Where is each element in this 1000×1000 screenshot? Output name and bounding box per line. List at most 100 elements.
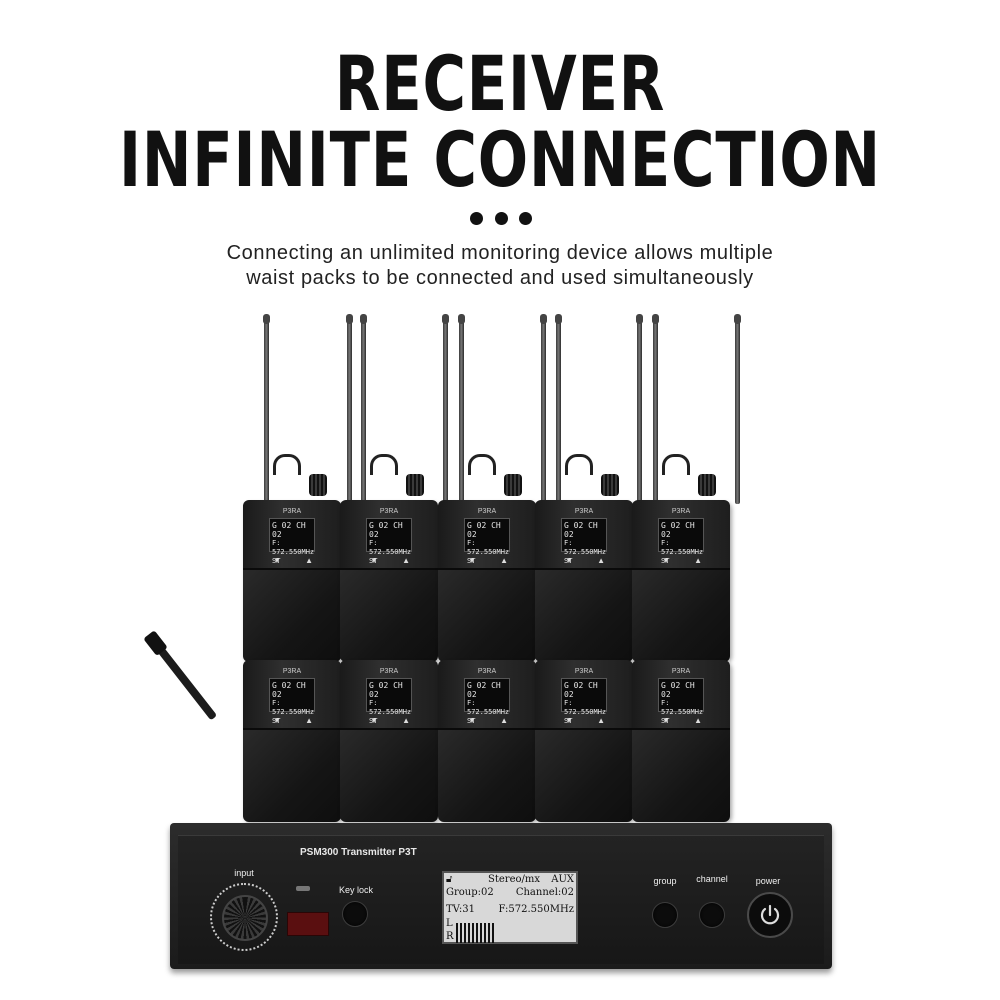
down-arrow-icon: ▼: [565, 716, 573, 725]
down-arrow-icon: ▼: [662, 716, 670, 725]
belt-clip-loop: [273, 454, 301, 475]
down-arrow-icon: ▼: [273, 716, 281, 725]
receiver-arrows: ▼▲: [273, 716, 313, 725]
lock-icon: 🔓︎: [446, 874, 453, 885]
antenna: [263, 314, 270, 504]
receiver-screen-line-1: G 02 CH 02: [369, 521, 403, 539]
receiver-screen-line-1: G 02 CH 02: [661, 681, 695, 699]
lcd-channel: Channel:02: [515, 887, 574, 898]
receiver-screen-line-1: G 02 CH 02: [564, 521, 598, 539]
power-label: power: [755, 876, 781, 886]
receiver-screen-line-2: F: 572.550MHz: [564, 539, 607, 556]
belt-clip-loop: [370, 454, 398, 475]
battery-compartment: [535, 728, 633, 822]
group-button[interactable]: [652, 902, 678, 928]
level-display: [287, 912, 329, 936]
subtitle-line-2: waist packs to be connected and used sim…: [246, 267, 754, 289]
receiver-model: P3RA: [671, 508, 691, 515]
receiver-arrows: ▼▲: [662, 556, 702, 565]
lcd-left: L: [446, 918, 453, 929]
receiver-arrows: ▼▲: [370, 556, 410, 565]
down-arrow-icon: ▼: [468, 556, 476, 565]
receiver-screen-line-3: ST: [272, 717, 281, 725]
antenna: [734, 314, 741, 504]
up-arrow-icon: ▲: [305, 556, 313, 565]
subtitle-line-1: Connecting an unlimited monitoring devic…: [226, 242, 774, 264]
input-knob-scale: [210, 883, 278, 951]
receiver-screen-line-1: G 02 CH 02: [272, 521, 306, 539]
receiver-model: P3RA: [282, 668, 302, 675]
input-knob[interactable]: [222, 895, 268, 941]
lcd-tv: TV:31: [446, 904, 475, 915]
up-arrow-icon: ▲: [694, 556, 702, 565]
receiver-screen-line-1: G 02 CH 02: [369, 681, 403, 699]
receiver-model: P3RA: [282, 508, 302, 515]
battery-compartment: [632, 568, 730, 662]
receiver-screen-line-3: ST: [467, 557, 476, 565]
lcd-mode: Stereo/mx: [488, 874, 540, 885]
receiver-screen-line-1: G 02 CH 02: [467, 681, 501, 699]
volume-knob: [504, 474, 522, 496]
up-arrow-icon: ▲: [500, 556, 508, 565]
receiver-screen-line-1: G 02 CH 02: [661, 521, 695, 539]
transmitter-antenna: [151, 639, 218, 721]
battery-compartment: [243, 728, 341, 822]
channel-label: channel: [696, 874, 728, 884]
receiver-model: P3RA: [477, 668, 497, 675]
title-line-2: INFINITE CONNECTION: [119, 115, 881, 204]
down-arrow-icon: ▼: [370, 556, 378, 565]
receiver-screen-line-1: G 02 CH 02: [272, 681, 306, 699]
receiver-model: P3RA: [477, 508, 497, 515]
lcd-source: AUX: [551, 874, 574, 885]
receiver-model: P3RA: [574, 668, 594, 675]
receiver-screen-line-2: F: 572.550MHz: [661, 699, 704, 716]
receiver-screen-line-1: G 02 CH 02: [467, 521, 501, 539]
up-arrow-icon: ▲: [597, 556, 605, 565]
receiver-screen-line-2: F: 572.550MHz: [272, 699, 315, 716]
receiver-screen-line-2: F: 572.550MHz: [272, 539, 315, 556]
belt-clip-loop: [468, 454, 496, 475]
down-arrow-icon: ▼: [468, 716, 476, 725]
up-arrow-icon: ▲: [402, 556, 410, 565]
channel-button[interactable]: [699, 902, 725, 928]
receiver-screen-line-2: F: 572.550MHz: [661, 539, 704, 556]
volume-knob: [406, 474, 424, 496]
receiver-screen-line-3: ST: [272, 557, 281, 565]
keylock-button[interactable]: [342, 901, 368, 927]
power-button[interactable]: [747, 892, 793, 938]
battery-compartment: [243, 568, 341, 662]
indicator-led: [296, 886, 310, 891]
title-line-1: RECEIVER: [334, 39, 666, 128]
receiver-screen-line-3: ST: [661, 557, 670, 565]
lcd-group: Group:02: [446, 887, 494, 898]
receiver-screen-line-3: ST: [564, 717, 573, 725]
power-icon: [760, 904, 780, 925]
up-arrow-icon: ▲: [694, 716, 702, 725]
battery-compartment: [438, 568, 536, 662]
dots-divider: [470, 212, 532, 225]
battery-compartment: [340, 728, 438, 822]
up-arrow-icon: ▲: [500, 716, 508, 725]
receiver-screen-line-2: F: 572.550MHz: [467, 699, 510, 716]
receiver-arrows: ▼▲: [468, 716, 508, 725]
receiver-model: P3RA: [574, 508, 594, 515]
receiver-arrows: ▼▲: [662, 716, 702, 725]
receiver-arrows: ▼▲: [273, 556, 313, 565]
battery-compartment: [438, 728, 536, 822]
